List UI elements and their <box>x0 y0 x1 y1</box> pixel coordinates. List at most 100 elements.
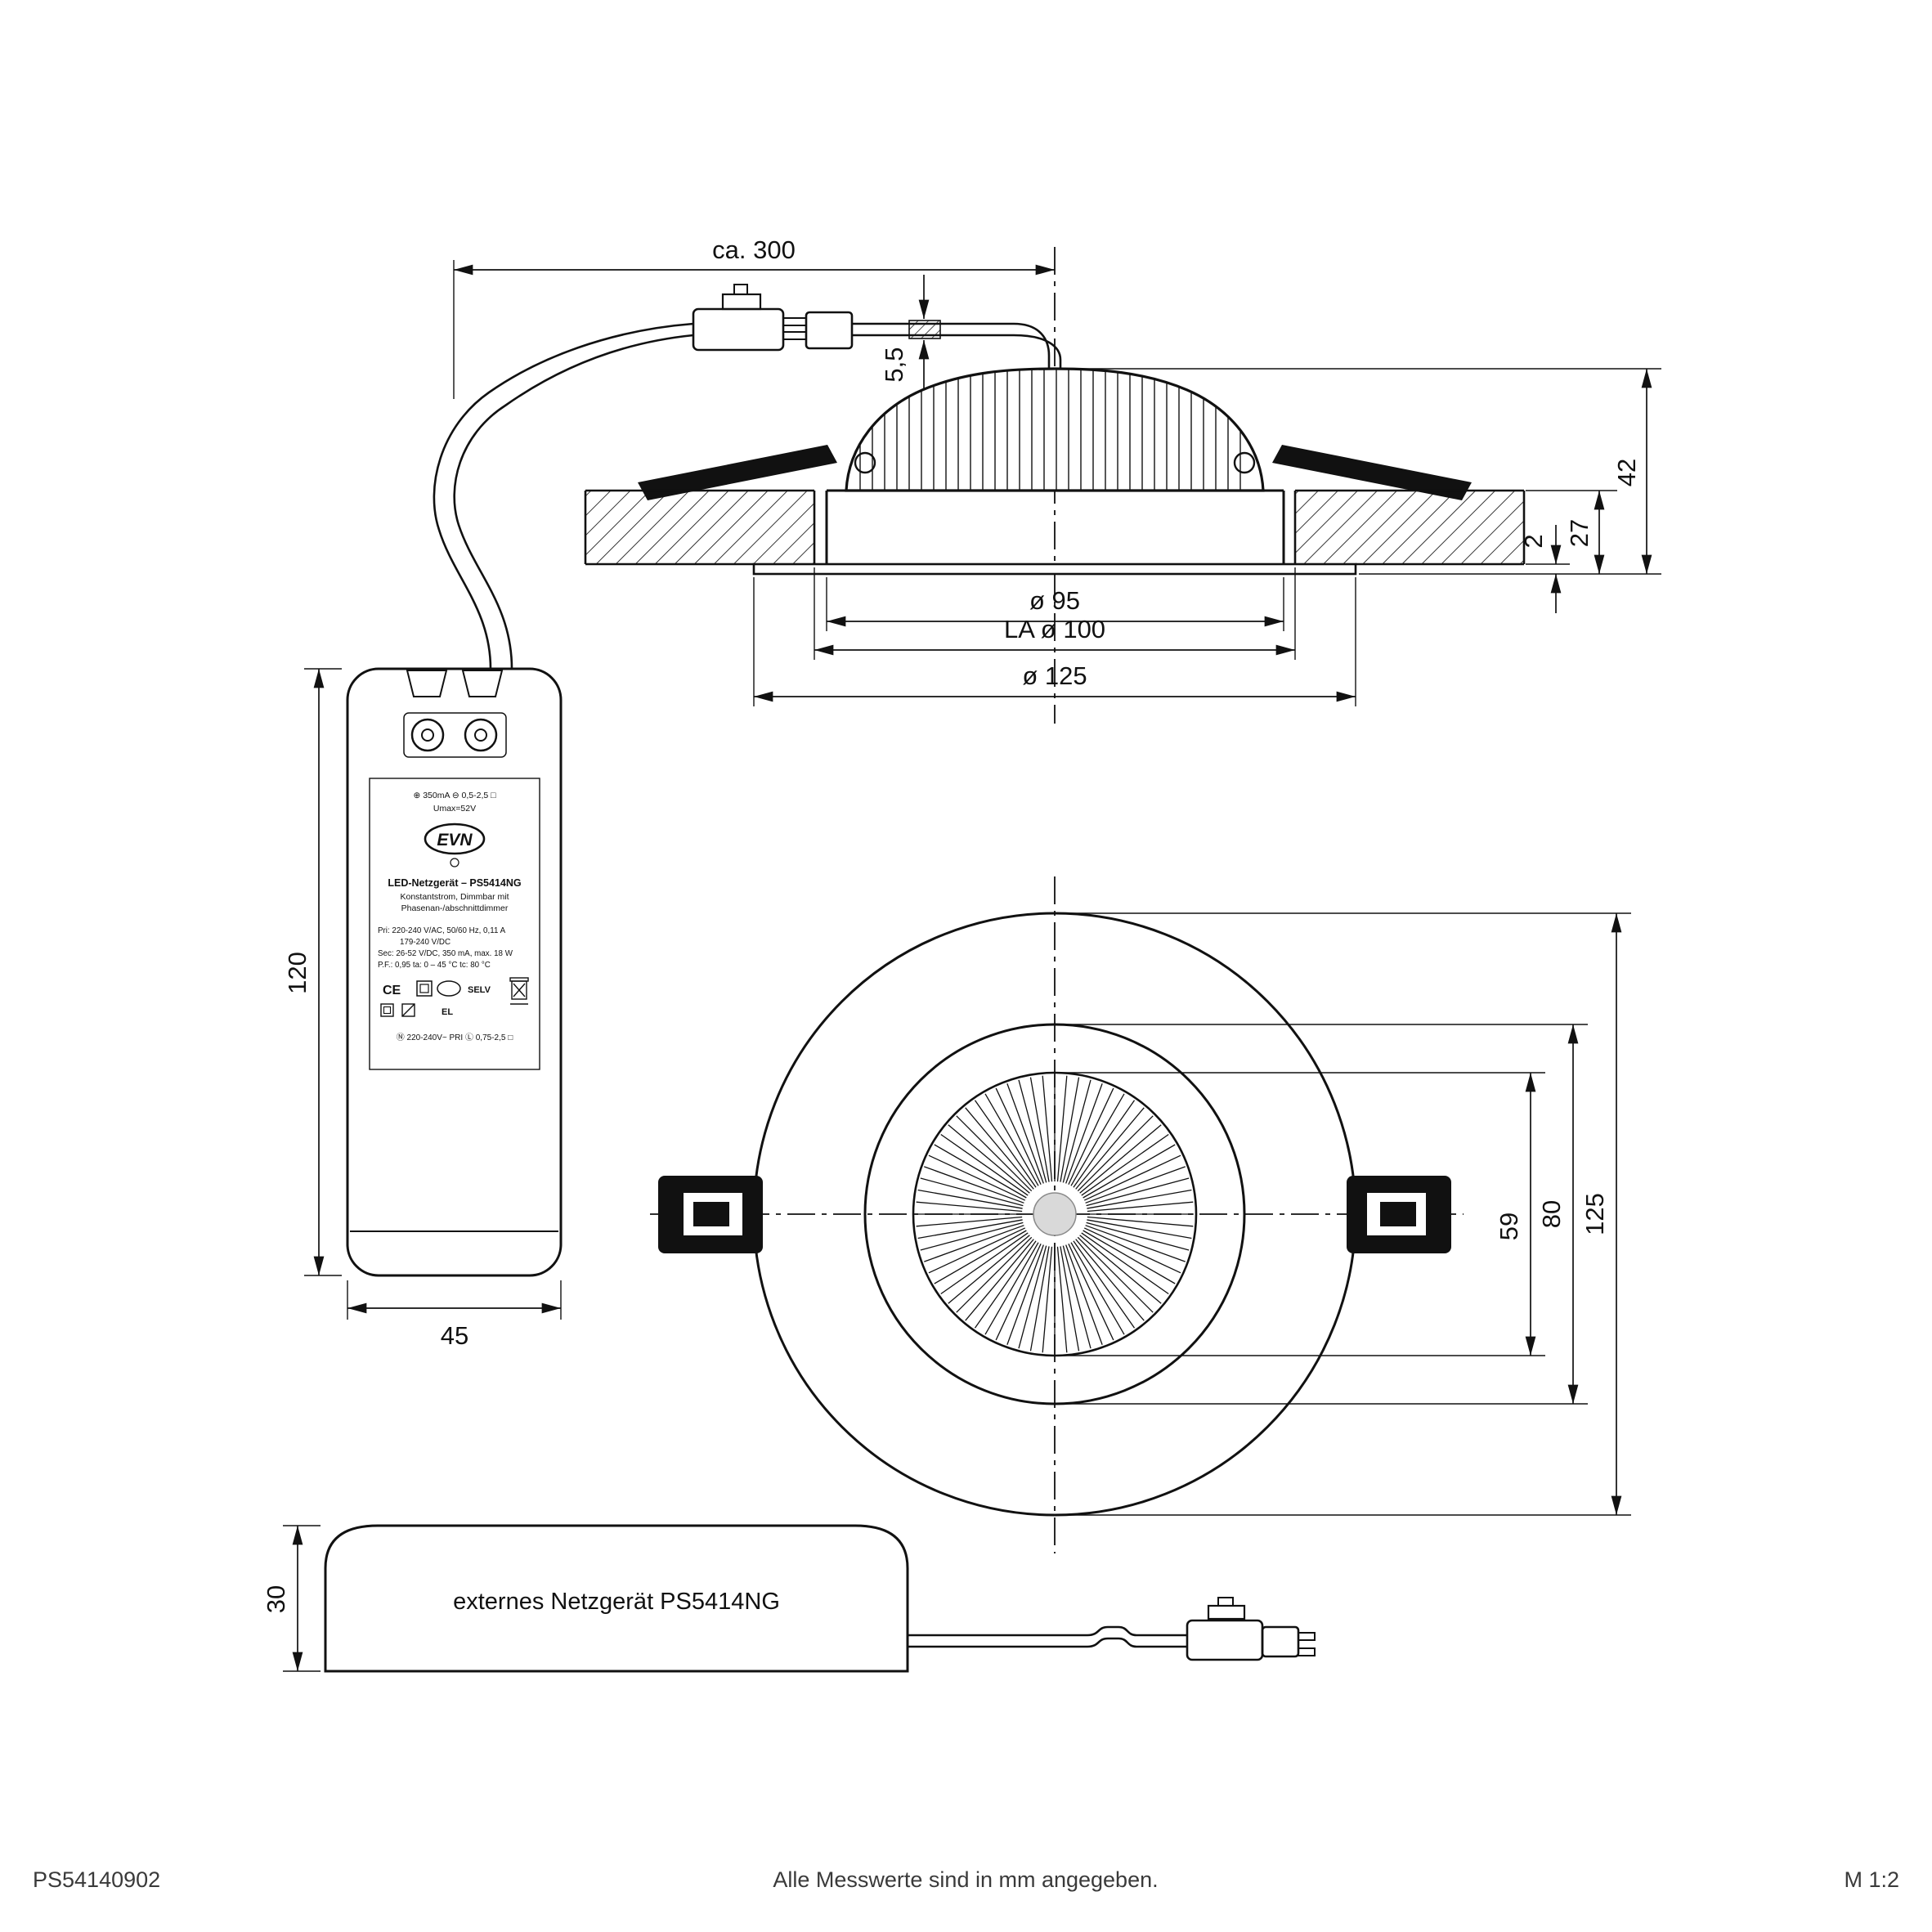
driver-bottom-line: Ⓝ 220-240V~ PRI Ⓛ 0,75-2,5 □ <box>397 1033 513 1042</box>
dimension-recess-height: 27 <box>1526 490 1617 574</box>
reflector-rib-line <box>965 1239 1034 1321</box>
title-block: PS54140902 Alle Messwerte sind in mm ang… <box>33 1867 1899 1892</box>
driver-spec-pri1: Pri: 220-240 V/AC, 50/60 Hz, 0,11 A <box>378 926 506 935</box>
reflector-rib-line <box>928 1154 1026 1201</box>
dim-label-dia-95: ø 95 <box>1029 586 1080 615</box>
driver-spec-pri2: 179-240 V/DC <box>400 938 451 947</box>
led-center <box>1033 1192 1077 1236</box>
driver-label <box>369 778 540 1070</box>
reflector-rib-line <box>956 1236 1033 1313</box>
lamp-body-and-trim <box>752 489 1357 576</box>
reflector-rib-line <box>1083 1227 1181 1274</box>
weee-bin-icon <box>509 977 529 1005</box>
spring-clip-left <box>638 445 837 500</box>
class-ii-icon <box>416 980 433 997</box>
driver-subtitle-1: Konstantstrom, Dimmbar mit <box>400 892 509 902</box>
enclosure-icon-inner <box>383 1006 392 1015</box>
reflector-rib-line <box>1065 1083 1103 1184</box>
cable-connector <box>692 284 854 352</box>
driver-subtitle-2: Phasenan-/abschnittdimmer <box>401 903 509 913</box>
dim-label-dia-125: ø 125 <box>1022 661 1087 690</box>
spring-clip-right <box>1272 445 1472 500</box>
reflector-rib-line <box>1086 1222 1190 1251</box>
dimension-trim-height: 2 <box>1519 525 1570 613</box>
driver-body <box>346 667 563 1277</box>
reflector-rib-line <box>924 1166 1024 1204</box>
reflector-rib-line <box>965 1107 1034 1190</box>
driver-spec-misc: P.F.: 0,95 ta: 0 – 45 °C tc: 80 °C <box>378 961 491 970</box>
dimension-total-height: 42 <box>1066 368 1661 575</box>
mounting-springs-side <box>638 445 1472 500</box>
label-terminals-1: ⊕ 350mA ⊖ 0,5-2,5 □ <box>414 791 497 800</box>
driver-title: LED-Netzgerät – PS5414NG <box>388 877 521 889</box>
reflector-rib-line <box>1068 1087 1114 1186</box>
dimension-aperture-59: 59 <box>1055 1072 1545 1356</box>
reflector-rib-line <box>1065 1244 1103 1345</box>
driver-front-view: ⊕ 350mA ⊖ 0,5-2,5 □ Umax=52V EVN LED-Net… <box>283 667 563 1350</box>
enclosure-icon <box>380 1003 394 1017</box>
reflector-rib-line <box>1073 1100 1136 1188</box>
selv-mark: SELV <box>468 985 491 995</box>
supply-cable <box>433 322 694 670</box>
enec-icon <box>437 980 461 997</box>
reflector-rib-line <box>1056 1246 1068 1353</box>
reflector-rib-line <box>1086 1177 1190 1207</box>
reflector-rib-line <box>1079 1124 1162 1194</box>
reflector-rib-line <box>1060 1077 1080 1182</box>
reflector-rib-line <box>1006 1244 1044 1345</box>
reflector-rib-line <box>1029 1077 1050 1182</box>
evn-logo-ellipse <box>424 823 486 855</box>
reflector-rib-line <box>1018 1245 1047 1349</box>
dimension-outer-125: 125 <box>1055 912 1631 1516</box>
external-psu-body <box>324 1524 909 1673</box>
dimension-inner-80: 80 <box>1055 1024 1588 1405</box>
reflector-rib-line <box>940 1133 1029 1196</box>
dim-label-2: 2 <box>1519 534 1548 548</box>
reflector-rib-line <box>1070 1242 1125 1335</box>
side-view: ca. 300 5,5 <box>433 235 1661 724</box>
clip-left-spring <box>693 1202 729 1226</box>
dim-label-30: 30 <box>262 1585 290 1613</box>
lamp-dome <box>845 367 1265 492</box>
reflector-rib-line <box>984 1093 1039 1186</box>
reflector-rib-line <box>956 1115 1033 1192</box>
terminal-block <box>403 712 507 758</box>
mounting-clips-plan <box>658 1176 1451 1253</box>
external-psu-label: externes Netzgerät PS5414NG <box>453 1589 780 1615</box>
reflector-rib-line <box>1085 1166 1186 1204</box>
reflector-rib-line <box>1087 1201 1194 1213</box>
clip-pivot-right <box>1233 451 1256 474</box>
dim-label-cutout-100: LA ø 100 <box>1004 615 1105 643</box>
dim-label-45: 45 <box>441 1321 468 1350</box>
class-ii-icon-inner <box>419 984 429 993</box>
dimmer-icon-slash <box>401 1003 415 1017</box>
dim-label-125: 125 <box>1580 1193 1609 1235</box>
psu-output-cable <box>908 1597 1316 1661</box>
reflector-rib-line <box>916 1216 1023 1227</box>
reflector-rib-line <box>995 1243 1042 1341</box>
dim-label-cable-length: ca. 300 <box>712 235 796 264</box>
reflector-rib-line <box>1070 1093 1125 1186</box>
external-psu-view: externes Netzgerät PS5414NG 30 <box>262 1524 1316 1673</box>
logo-registered-mark <box>450 858 459 867</box>
reflector-rib-line <box>1085 1225 1186 1262</box>
certification-icons: CE SELV EL <box>380 977 529 1017</box>
dim-label-80: 80 <box>1537 1200 1566 1228</box>
cable-to-lamp <box>852 320 1062 370</box>
reflector-rib-line <box>984 1242 1039 1335</box>
psu-connector-latch <box>1207 1604 1246 1620</box>
dimension-cable-diameter: 5,5 <box>880 275 930 391</box>
terminal-screw-right-center <box>474 728 487 742</box>
reflector-rib-line <box>917 1219 1023 1239</box>
ceiling-hatch-left <box>585 491 814 564</box>
reflector-rib-line <box>1077 1115 1154 1192</box>
reflector-rib-line <box>1081 1232 1169 1295</box>
dimension-cable-length: ca. 300 <box>453 235 1055 399</box>
reflector-rib-line <box>1077 1236 1154 1313</box>
trim-ring-side <box>752 563 1357 576</box>
dimension-cutout-100: LA ø 100 <box>814 567 1296 660</box>
reflector-rib-line <box>920 1177 1024 1207</box>
driver-spec-sec: Sec: 26-52 V/DC, 350 mA, max. 18 W <box>378 949 513 958</box>
reflector-rib-line <box>1075 1107 1145 1190</box>
